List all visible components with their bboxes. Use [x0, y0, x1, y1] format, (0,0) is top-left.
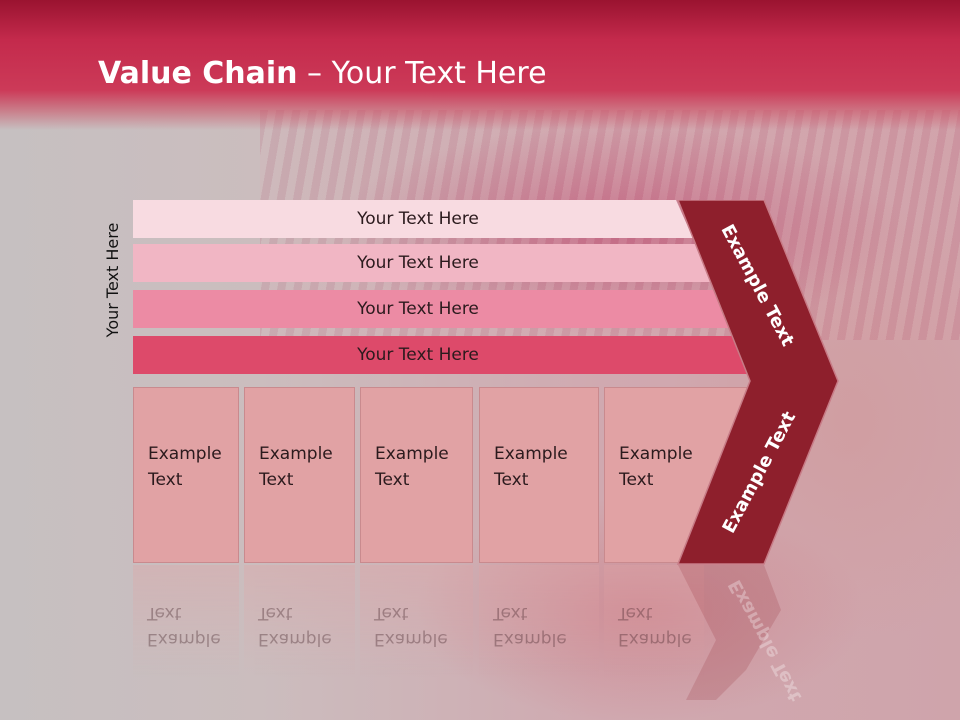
primary-activity-column-3[interactable]: Example Text [360, 387, 473, 563]
margin-chevron-shape [676, 200, 839, 565]
column-text-line2: Text [375, 470, 410, 490]
column-text-line1: Example [259, 444, 333, 464]
support-bar-4[interactable]: Your Text Here [133, 336, 763, 374]
support-bar-2[interactable]: Your Text Here [133, 244, 718, 282]
support-bar-label: Your Text Here [357, 299, 479, 319]
primary-activity-column-4[interactable]: Example Text [479, 387, 599, 563]
column-text-line1: Example [148, 444, 222, 464]
column-text-line1: Example [494, 444, 568, 464]
title-bold-part: Value Chain [98, 56, 298, 91]
slide-title[interactable]: Value Chain – Your Text Here [98, 56, 547, 91]
vertical-side-label[interactable]: Your Text Here [103, 222, 122, 338]
support-bar-1[interactable]: Your Text Here [133, 200, 693, 238]
column-text-line2: Text [148, 470, 183, 490]
margin-chevron[interactable] [676, 200, 846, 700]
column-text-line1: Example [375, 444, 449, 464]
primary-activity-column-1[interactable]: Example Text [133, 387, 239, 563]
support-bar-label: Your Text Here [357, 345, 479, 365]
column-text-line2: Text [619, 470, 654, 490]
title-banner [0, 0, 960, 130]
margin-chevron-reflection [678, 565, 781, 700]
column-text-line2: Text [494, 470, 529, 490]
column-text-line2: Text [259, 470, 294, 490]
support-bar-3[interactable]: Your Text Here [133, 290, 740, 328]
title-rest-part: – Your Text Here [297, 56, 547, 91]
support-bar-label: Your Text Here [357, 209, 479, 229]
column-text-line1: Example [619, 444, 693, 464]
support-bar-label: Your Text Here [357, 253, 479, 273]
primary-activity-column-2[interactable]: Example Text [244, 387, 355, 563]
